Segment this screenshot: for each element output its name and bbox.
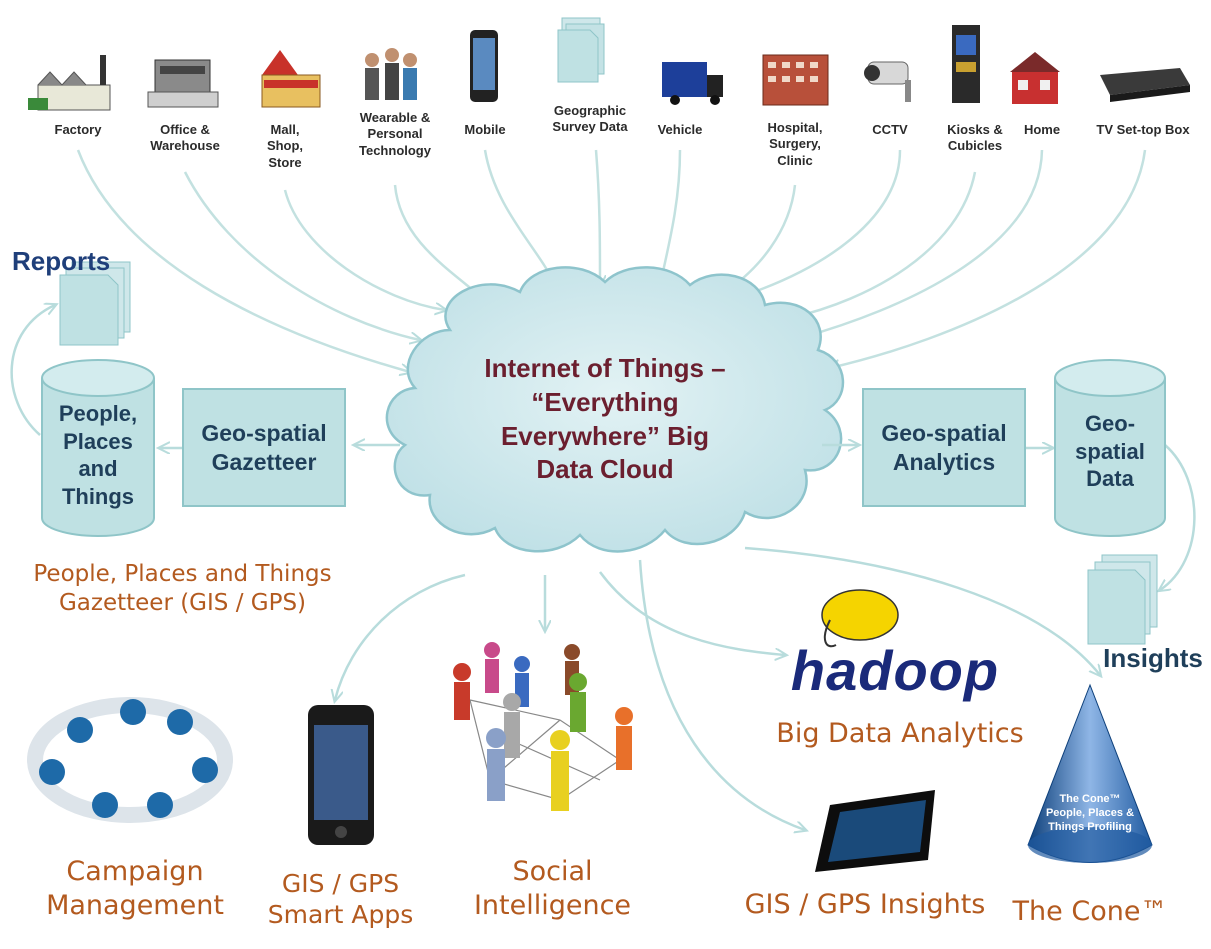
tablet-icon [815,790,935,872]
arrow-cctv [745,149,902,295]
campaign-cycle-icon [27,697,233,823]
campaign-management-label: Campaign Management [46,856,224,921]
big-data-cloud [385,266,845,553]
source-label-hospital: Hospital, Surgery, Clinic [767,120,823,168]
mobile-phone-icon [470,30,498,102]
reports-label: Reports [12,246,111,276]
arrow-vehicle [660,149,682,285]
house-icon [1010,52,1060,104]
source-arrows [76,149,1147,372]
geospatial-data-label: Geo- spatial Data [1075,411,1145,491]
cctv-camera-icon [864,61,911,102]
geospatial-analytics-label: Geo-spatial Analytics [881,419,1007,475]
geospatial-gazetteer-label: Geo-spatial Gazetteer [201,419,327,475]
people-icon [365,48,417,100]
cloud-title: Internet of Things – “Everything Everywh… [484,353,726,485]
insights-label: Insights [1103,643,1203,673]
insights-document-icon [1087,554,1158,645]
arrow-kiosk [790,171,977,318]
source-label-cctv: CCTV [872,122,908,137]
warehouse-icon [147,59,219,108]
big-data-analytics-label: Big Data Analytics [776,718,1024,749]
source-label-kiosks: Kiosks & Cubicles [947,122,1003,154]
arrow-settop [830,149,1147,368]
people-places-things-database [41,359,155,537]
flow-arrows [10,305,1196,830]
arrow-cloud-to-campaign [335,573,466,700]
source-label-wearable: Wearable & Personal Technology [359,110,431,158]
arrow-db-to-reports [10,305,55,436]
source-label-vehicle: Vehicle [657,122,703,137]
truck-icon [662,62,723,105]
social-intelligence-label: Social Intelligence [473,856,632,921]
hadoop-logo-text: hadoop [790,639,1000,702]
arrow-cloud-to-hadoop [598,571,785,655]
hospital-icon [762,54,829,106]
gazetteer-caption: People, Places and Things Gazetteer (GIS… [33,561,332,616]
arrow-wearable [393,184,485,300]
geospatial-analytics-box: Geo-spatial Analytics [862,388,1026,507]
arrow-survey [596,149,600,285]
survey-documents-icon [557,17,605,83]
kiosk-icon [952,25,980,103]
source-label-warehouse: Office & Warehouse [150,122,220,154]
source-label-settop: TV Set-top Box [1096,122,1190,137]
source-label-survey: Geographic Survey Data [552,103,628,135]
settop-box-icon [1100,68,1190,102]
arrow-home [800,149,1044,338]
arrow-mobile [483,149,555,285]
arrow-cloud-to-tablet [638,559,805,830]
gis-gps-insights-label: GIS / GPS Insights [744,889,986,920]
arrow-factory [76,149,410,372]
cone-icon [1027,683,1153,863]
arrow-cloud-to-cone [744,546,1100,675]
cone-inner-text: The Cone™ People, Places & Things Profil… [1045,793,1135,833]
arrow-warehouse [183,171,420,340]
the-cone-label: The Cone™ [1012,896,1168,927]
source-label-factory: Factory [54,122,102,137]
geospatial-gazetteer-box: Geo-spatial Gazetteer [182,388,346,507]
source-label-store: Mall, Shop, Store [266,122,304,170]
people-places-things-label: People, Places and Things [58,401,138,509]
source-label-home: Home [1023,122,1061,137]
arrow-store [283,189,445,310]
store-icon [261,50,321,108]
smartphone-icon [308,705,374,845]
geospatial-data-database [1054,359,1166,537]
factory-icon [28,55,111,111]
social-network-icon [453,642,633,811]
hadoop-elephant-icon [821,589,899,648]
gis-gps-smart-apps-label: GIS / GPS Smart Apps [267,869,414,930]
reports-document-icon [59,261,131,346]
arrow-geodata-to-insights [1160,444,1196,590]
source-label-mobile: Mobile [464,122,506,137]
